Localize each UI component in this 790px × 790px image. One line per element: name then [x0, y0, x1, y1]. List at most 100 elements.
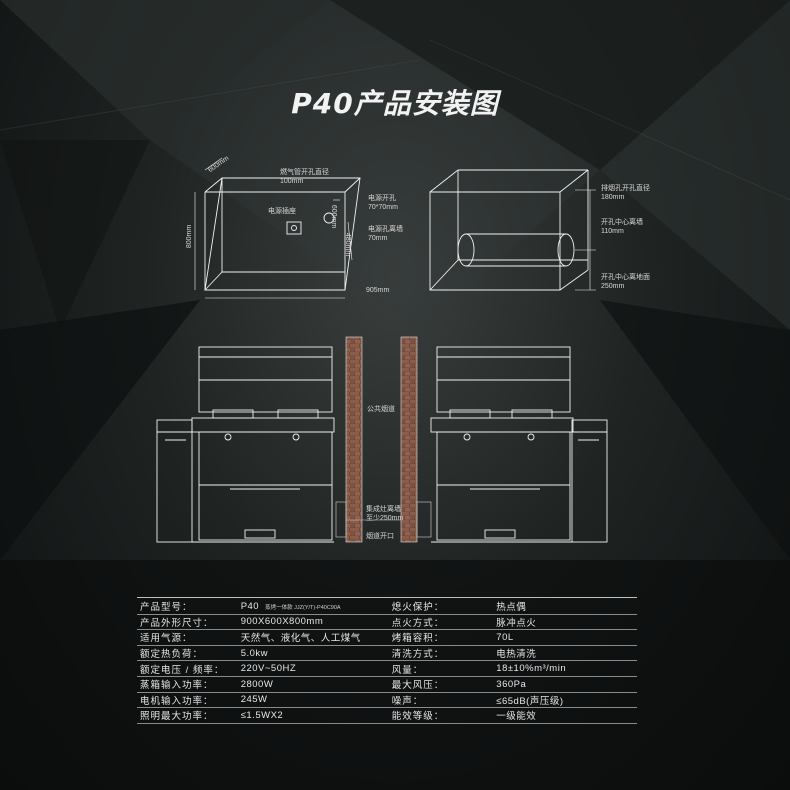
spec-key-right-text: 风量：: [391, 664, 424, 676]
spec-row: 电机输入功率： 245W 噪声： ≤65dB(声压级): [137, 692, 637, 709]
page-title: P40产品安装图: [291, 87, 499, 120]
spec-value-left: 900X600X800mm: [237, 614, 389, 631]
label-power-wall: 电源孔离墙: [368, 226, 403, 233]
label-exhaust-hole: 排烟孔开孔直径: [601, 185, 650, 192]
spec-row: 额定热负荷： 5.0kw 清洗方式： 电热清洗: [137, 645, 637, 662]
spec-key-left-text: 额定电压 / 频率：: [140, 664, 225, 676]
spec-key-right-text: 烤箱容积：: [391, 633, 445, 645]
spec-key-right: 噪声：: [388, 692, 494, 709]
spec-value-right: 脉冲点火: [493, 614, 637, 631]
spec-value-left: 5.0kw: [237, 645, 389, 662]
spec-key-left-text: 照明最大功率：: [140, 711, 214, 723]
brick-wall-right: [400, 336, 418, 543]
spec-key-right-text: 点火方式：: [391, 617, 445, 629]
label-stove-wall-size: 至少250mm: [366, 515, 404, 522]
spec-key-right-text: 噪声：: [391, 695, 424, 707]
spec-key-left-text: 额定热负荷：: [140, 649, 204, 661]
spec-value-left: ≤1.5WX2: [237, 707, 389, 724]
spec-value-left-text: 5.0kw: [240, 647, 269, 659]
spec-key-right-text: 最大风压：: [391, 680, 445, 692]
spec-key-right: 熄火保护：: [388, 599, 494, 615]
spec-value-left: 220V~50HZ: [237, 660, 389, 677]
spec-value-right: 70L: [493, 629, 637, 646]
spec-value-left-text: 220V~50HZ: [240, 663, 297, 675]
spec-key-left: 蒸箱输入功率：: [137, 676, 238, 693]
label-exhaust-hole-size: 180mm: [601, 194, 625, 201]
spec-value-right-text: 360Pa: [496, 678, 527, 690]
brick-wall-left: [345, 336, 363, 543]
label-stove-wall: 集成灶离墙: [366, 506, 401, 513]
spec-value-right-text: 脉冲点火: [496, 617, 537, 629]
spec-value-right: ≤65dB(声压级): [493, 692, 637, 709]
spec-key-right: 风量：: [388, 660, 494, 677]
spec-value-right: 电热清洗: [493, 645, 637, 662]
spec-key-right: 点火方式：: [388, 614, 494, 631]
cabinet-box-left: [194, 157, 361, 299]
spec-value-left-text: 245W: [240, 694, 268, 706]
stove-front-left: [156, 346, 335, 543]
spec-value-right-text: 电热清洗: [496, 649, 537, 661]
stove-front-right: [430, 346, 608, 543]
spec-value-left-text: 900X600X800mm: [240, 616, 324, 628]
spec-value-left: P40 蒸烤一体款 JJZ(Y/T)-P40C90A: [237, 599, 389, 615]
spec-key-left-text: 蒸箱输入功率：: [140, 680, 214, 692]
spec-key-right: 清洗方式：: [388, 645, 494, 662]
spec-key-left-text: 产品外形尺寸：: [140, 617, 214, 629]
label-public-flue: 公共烟道: [367, 406, 395, 413]
spec-row: 额定电压 / 频率： 220V~50HZ 风量： 18±10%m³/min: [137, 660, 637, 677]
label-power-socket: 电源插座: [268, 208, 296, 215]
spec-value-right: 热点偶: [493, 599, 637, 615]
spec-key-left: 适用气源：: [137, 629, 238, 646]
spec-key-left: 产品外形尺寸：: [137, 614, 238, 631]
spec-row: 照明最大功率： ≤1.5WX2 能效等级：一级能效: [137, 707, 637, 724]
spec-row: 蒸箱输入功率： 2800W 最大风压： 360Pa: [137, 676, 637, 693]
label-center-floor-size: 250mm: [601, 283, 625, 290]
label-flue-opening: 烟道开口: [366, 533, 394, 540]
spec-value-right: 一级能效: [493, 707, 637, 724]
spec-value-right-text: 70L: [496, 631, 514, 643]
spec-value-right: 360Pa: [493, 676, 637, 693]
spec-row: 产品外形尺寸： 900X600X800mm 点火方式： 脉冲点火: [137, 614, 637, 631]
cabinet-box-right: [429, 169, 596, 291]
spec-key-left: 产品型号：: [137, 599, 238, 615]
spec-value-left-text: ≤1.5WX2: [240, 709, 284, 721]
label-width-905: 905mm: [366, 287, 390, 294]
label-center-wall: 开孔中心离墙: [601, 219, 643, 226]
spec-value-left: 天然气、液化气、人工煤气: [237, 629, 389, 646]
spec-value-left: 2800W: [237, 676, 389, 693]
spec-key-left-text: 电机输入功率：: [140, 695, 214, 707]
spec-key-right-text: 熄火保护：: [391, 602, 445, 614]
spec-row: 适用气源： 天然气、液化气、人工煤气 烤箱容积： 70L: [137, 629, 637, 646]
label-power-hole-size: 70*70mm: [368, 204, 398, 211]
spec-key-left-text: 适用气源：: [140, 633, 193, 645]
label-height-800: 800mm: [186, 224, 194, 249]
spec-key-right: 最大风压：: [388, 676, 494, 693]
spec-value-right-text: 热点偶: [496, 602, 527, 614]
spec-value-right: 18±10%m³/min: [493, 660, 637, 677]
spec-value-left: 245W: [237, 692, 389, 709]
label-center-floor: 开孔中心离地面: [601, 274, 650, 281]
spec-key-right: 能效等级：: [388, 707, 494, 724]
spec-value-right-text: 一级能效: [496, 711, 537, 723]
label-gas-hole: 燃气管开孔直径: [280, 169, 329, 176]
spec-key-right: 烤箱容积：: [388, 629, 494, 646]
label-power-hole: 电源开孔: [368, 195, 396, 202]
spec-key-left: 额定电压 / 频率：: [137, 660, 238, 677]
label-gas-hole-size: 100mm: [280, 178, 304, 185]
label-depth-480: 480mm: [344, 232, 352, 257]
spec-value-right-text: ≤65dB(声压级): [496, 695, 564, 707]
spec-row: 产品型号： P40 蒸烤一体款 JJZ(Y/T)-P40C90A 熄火保护： 热点偶: [137, 599, 637, 615]
spec-value-left-text: P40: [240, 600, 260, 612]
spec-value-left-text: 天然气、液化气、人工煤气: [240, 633, 361, 645]
spec-model-detail: 蒸烤一体款 JJZ(Y/T)-P40C90A: [265, 604, 341, 611]
spec-key-right-text: 清洗方式：: [391, 649, 445, 661]
spec-key-left: 额定热负荷：: [137, 645, 238, 662]
spec-key-left: 照明最大功率：: [137, 707, 238, 724]
specs-top-rule: [137, 597, 637, 598]
spec-key-left: 电机输入功率：: [137, 692, 238, 709]
spec-value-right-text: 18±10%m³/min: [496, 663, 567, 675]
spec-key-left-text: 产品型号：: [140, 602, 193, 614]
spec-value-left-text: 2800W: [240, 678, 274, 690]
